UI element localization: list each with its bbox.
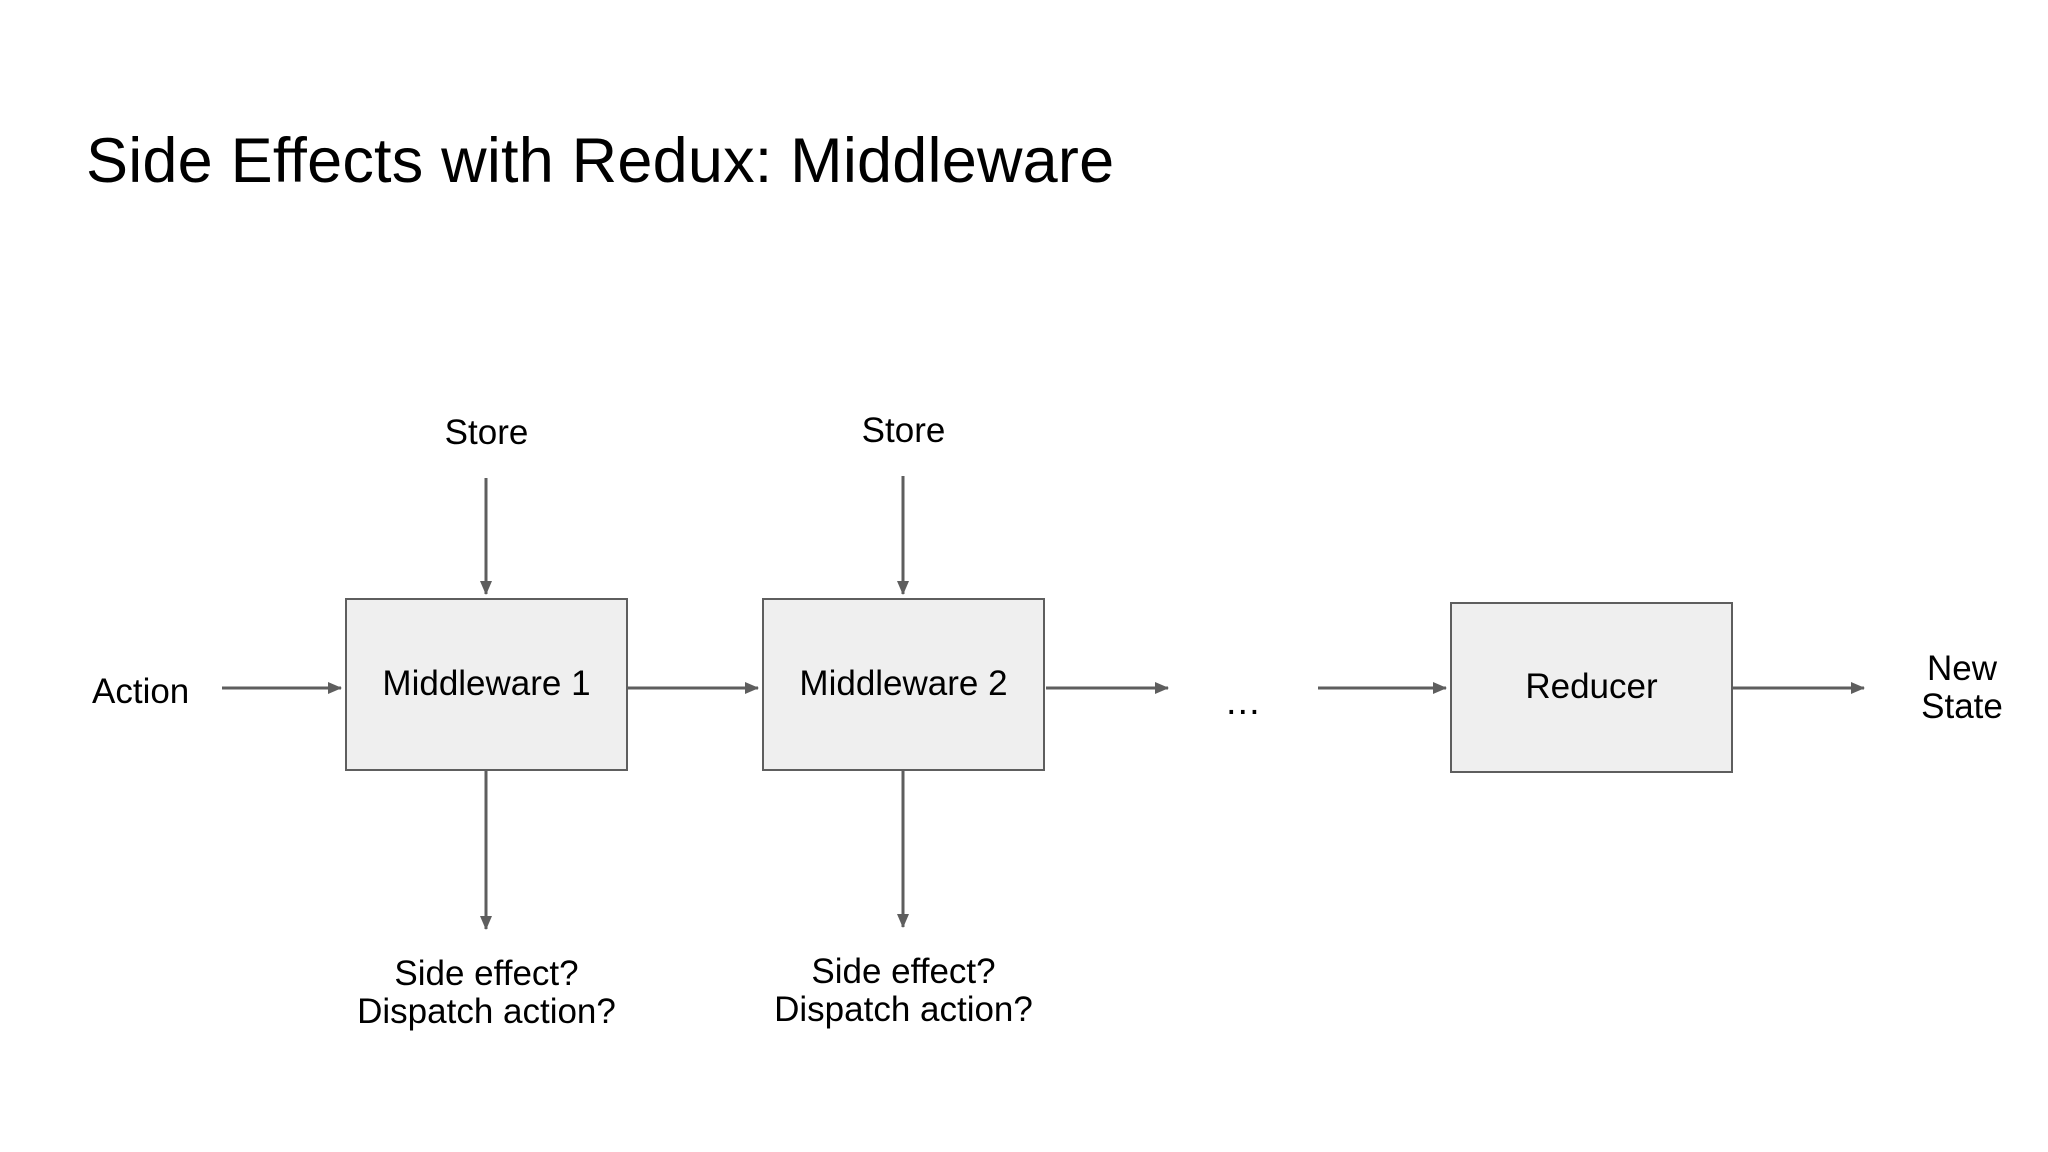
label-side-effect-2-line-1: Side effect? — [811, 952, 996, 991]
label-new-state: New State — [1882, 650, 2042, 726]
label-side-effect-2: Side effect? Dispatch action? — [762, 953, 1045, 1029]
page-title: Side Effects with Redux: Middleware — [86, 126, 1115, 196]
node-reducer-label: Reducer — [1525, 667, 1658, 707]
label-store-1: Store — [444, 413, 529, 452]
node-middleware-2[interactable]: Middleware 2 — [762, 598, 1045, 771]
label-side-effect-2-line-2: Dispatch action? — [774, 989, 1033, 1029]
label-side-effect-1-line-1: Side effect? — [394, 954, 579, 993]
node-reducer[interactable]: Reducer — [1450, 602, 1733, 773]
label-new-state-line-1: New — [1926, 649, 1998, 688]
node-middleware-2-label: Middleware 2 — [799, 664, 1008, 704]
node-middleware-1-label: Middleware 1 — [382, 664, 591, 704]
label-action: Action — [92, 672, 190, 711]
label-new-state-line-2: State — [1921, 686, 2003, 726]
label-side-effect-1-line-2: Dispatch action? — [357, 991, 616, 1031]
label-side-effect-1: Side effect? Dispatch action? — [345, 955, 628, 1031]
node-middleware-1[interactable]: Middleware 1 — [345, 598, 628, 771]
label-ellipsis: ... — [1226, 681, 1261, 723]
label-store-2: Store — [861, 411, 946, 450]
